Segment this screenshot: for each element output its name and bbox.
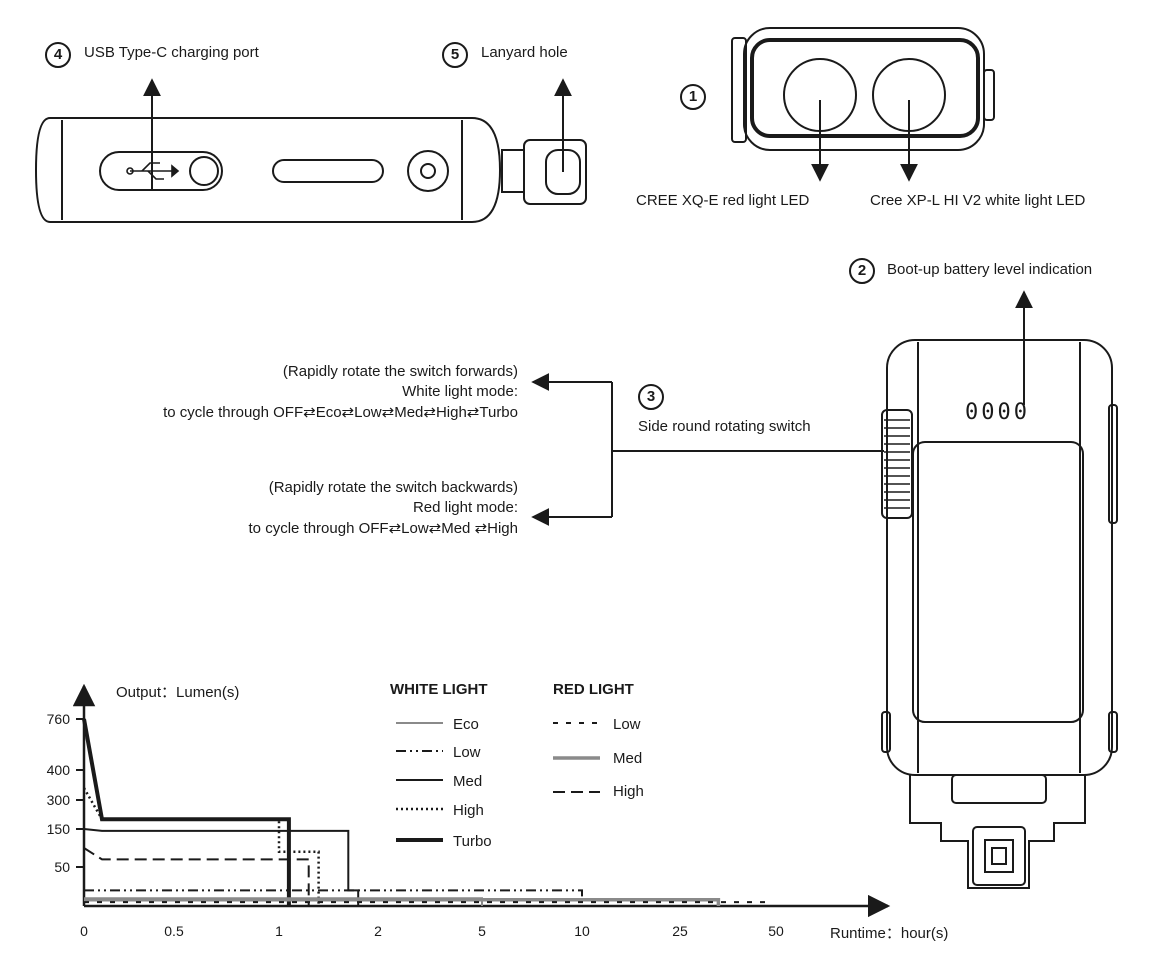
switch-knurling (884, 419, 910, 509)
battery-indicator-label: Boot-up battery level indication (887, 261, 1093, 278)
legend-red-title: RED LIGHT (553, 681, 634, 698)
legend-red-med: Med (613, 750, 643, 767)
flashlight-top-view (881, 339, 1118, 889)
white-led-label: Cree XP-L HI V2 white light LED (870, 192, 1086, 209)
y-axis-label: Output：Lumen(s) (116, 684, 240, 701)
red-mode-cycle: to cycle through OFF⇄Low⇄Med ⇄High (248, 520, 518, 537)
white-mode-title: White light mode: (402, 383, 518, 400)
callout-number-battery: 2 (849, 258, 875, 284)
flashlight-front-view (731, 27, 995, 151)
legend-white-med: Med (453, 773, 483, 790)
forward-instruction: (Rapidly rotate the switch forwards) (282, 363, 518, 380)
x-tick-label: 5 (478, 923, 486, 939)
callout-number-usb: 4 (45, 42, 71, 68)
lanyard-hole-label: Lanyard hole (481, 44, 568, 61)
callout-number-leds: 1 (680, 84, 706, 110)
red-led-label: CREE XQ-E red light LED (636, 192, 810, 209)
x-tick-label: 0.5 (164, 923, 184, 939)
series-white-turbo (82, 718, 291, 906)
series-white-med (83, 828, 360, 906)
backward-instruction: (Rapidly rotate the switch backwards) (268, 479, 518, 496)
legend-white-eco: Eco (453, 716, 479, 733)
legend-white-high: High (453, 802, 484, 819)
x-tick-label: 10 (574, 923, 590, 939)
legend-red-low: Low (613, 716, 641, 733)
x-tick-label: 2 (374, 923, 382, 939)
x-tick-label: 1 (275, 923, 283, 939)
legend-white-title: WHITE LIGHT (390, 681, 488, 698)
legend-samples (396, 722, 600, 842)
x-axis-label: Runtime：hour(s) (830, 925, 949, 942)
red-mode-title: Red light mode: (412, 499, 518, 516)
legend-white-turbo: Turbo (453, 833, 492, 850)
flashlight-side-view (34, 117, 587, 223)
usb-port-label: USB Type-C charging port (84, 44, 259, 61)
series-layer (82, 718, 770, 906)
series-red-high (83, 847, 310, 906)
x-tick-label: 50 (768, 923, 784, 939)
white-mode-cycle: to cycle through OFF⇄Eco⇄Low⇄Med⇄High⇄Tu… (163, 404, 518, 421)
callout-number-switch: 3 (638, 384, 664, 410)
y-tick-label: 760 (47, 711, 71, 727)
legend-white-low: Low (453, 744, 481, 761)
callout-number-lanyard: 5 (442, 42, 468, 68)
y-tick-label: 150 (47, 821, 71, 837)
battery-level-display: 0000 (965, 400, 1030, 425)
y-ticks: 760 400 300 150 50 (47, 711, 84, 875)
x-tick-label: 0 (80, 923, 88, 939)
rotating-switch-label: Side round rotating switch (638, 418, 811, 435)
y-tick-label: 300 (47, 792, 71, 808)
series-red-med (84, 898, 721, 906)
x-tick-label: 25 (672, 923, 688, 939)
y-tick-label: 50 (54, 859, 70, 875)
mode-bracket (531, 373, 884, 526)
legend-red-high: High (613, 783, 644, 800)
series-white-high (82, 787, 320, 906)
y-tick-label: 400 (47, 762, 71, 778)
